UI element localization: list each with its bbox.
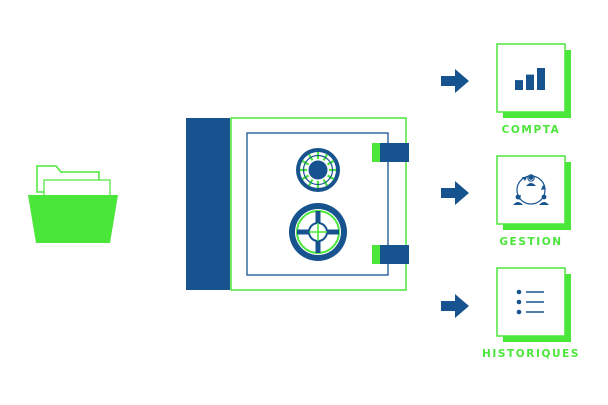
list-icon [516, 289, 544, 315]
arrow-to-gestion-icon [441, 181, 469, 205]
safe-hinge-top [372, 143, 409, 162]
vault-safe-icon [186, 117, 409, 291]
open-folder-icon [28, 165, 118, 243]
safe-hinge-bottom [372, 245, 409, 264]
bar-0 [515, 80, 523, 90]
label-historiques: HISTORIQUES [481, 348, 581, 360]
bar-chart-icon [515, 68, 545, 90]
team-cycle-icon [513, 174, 549, 205]
card-historiques [496, 267, 571, 342]
safe-inner-frame [246, 132, 389, 276]
list-bullet [516, 309, 522, 315]
bar-2 [537, 68, 545, 90]
list-bullet [516, 289, 522, 295]
vault-wheel-icon [289, 203, 347, 261]
card-gestion [496, 155, 571, 230]
vault-dial-icon [296, 148, 340, 192]
safe-door-panel [186, 118, 230, 290]
arrow-to-compta-icon [441, 69, 469, 93]
card-compta [496, 43, 571, 118]
label-compta: COMPTA [501, 124, 561, 136]
label-gestion: GESTION [499, 236, 563, 248]
arrow-to-historiques-icon [441, 294, 469, 318]
bar-1 [526, 74, 534, 90]
list-bullet [516, 299, 522, 305]
